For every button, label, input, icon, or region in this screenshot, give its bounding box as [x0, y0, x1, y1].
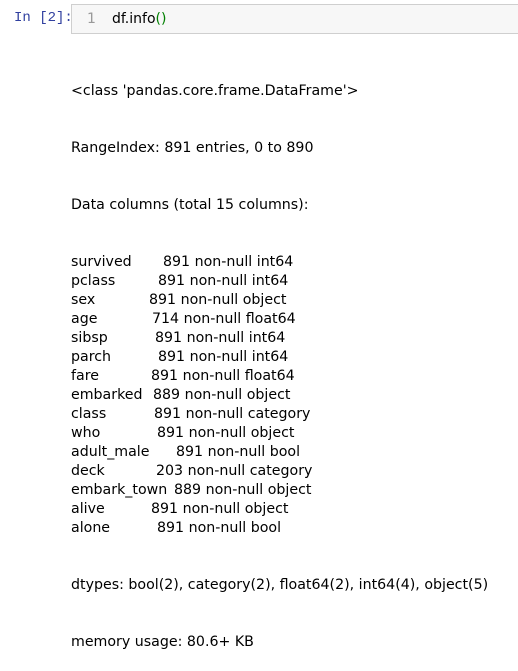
column-row: age 714 non-null float64 [71, 310, 511, 329]
code-line[interactable]: df.info() [112, 11, 166, 27]
code-editor[interactable]: 1 df.info() [71, 4, 518, 34]
column-info: 891 non-null object [151, 501, 289, 517]
column-info: 891 non-null category [154, 406, 311, 422]
column-name: survived [71, 254, 132, 270]
column-name: sibsp [71, 330, 108, 346]
column-name: alone [71, 520, 111, 536]
column-info: 891 non-null int64 [158, 273, 289, 289]
column-info: 891 non-null int64 [163, 254, 294, 270]
column-row: embark_town 889 non-null object [71, 481, 511, 500]
column-info: 891 non-null float64 [151, 368, 295, 384]
column-name: adult_male [71, 444, 150, 460]
column-info: 891 non-null int64 [155, 330, 286, 346]
column-name: fare [71, 368, 99, 384]
column-info: 891 non-null bool [176, 444, 301, 460]
column-row: alive 891 non-null object [71, 500, 511, 519]
line-number: 1 [87, 11, 96, 27]
column-name: deck [71, 463, 105, 479]
output-rangeindex-line: RangeIndex: 891 entries, 0 to 890 [71, 140, 314, 156]
column-info: 889 non-null object [174, 482, 312, 498]
code-cell[interactable]: In [2]: 1 df.info() [0, 4, 518, 34]
column-row: fare 891 non-null float64 [71, 367, 511, 386]
column-row: alone 891 non-null bool [71, 519, 511, 538]
column-row: survived 891 non-null int64 [71, 253, 511, 272]
column-name: parch [71, 349, 112, 365]
column-info: 891 non-null object [149, 292, 287, 308]
column-name: sex [71, 292, 96, 308]
column-name: embarked [71, 387, 143, 403]
column-row: class 891 non-null category [71, 405, 511, 424]
column-row: adult_male 891 non-null bool [71, 443, 511, 462]
column-name: who [71, 425, 101, 441]
column-row: pclass 891 non-null int64 [71, 272, 511, 291]
input-prompt: In [2]: [14, 10, 73, 26]
column-info: 891 non-null bool [157, 520, 282, 536]
output-class-line: <class 'pandas.core.frame.DataFrame'> [71, 83, 359, 99]
column-row: sex 891 non-null object [71, 291, 511, 310]
column-info: 889 non-null object [153, 387, 291, 403]
column-name: age [71, 311, 98, 327]
column-list: survived 891 non-null int64 pclass 891 non-… [71, 253, 511, 538]
output-columns-header: Data columns (total 15 columns): [71, 197, 309, 213]
column-name: alive [71, 501, 105, 517]
code-parens: () [155, 11, 167, 27]
code-method: .info [124, 11, 156, 27]
code-object: df [112, 11, 125, 27]
column-row: embarked 889 non-null object [71, 386, 511, 405]
column-info: 714 non-null float64 [152, 311, 296, 327]
output-memory-line: memory usage: 80.6+ KB [71, 634, 254, 650]
column-name: embark_town [71, 482, 168, 498]
cell-output: <class 'pandas.core.frame.DataFrame'> Ra… [71, 44, 511, 671]
output-dtypes-line: dtypes: bool(2), category(2), float64(2)… [71, 577, 489, 593]
column-info: 891 non-null int64 [158, 349, 289, 365]
column-row: sibsp 891 non-null int64 [71, 329, 511, 348]
column-row: parch 891 non-null int64 [71, 348, 511, 367]
column-info: 203 non-null category [156, 463, 313, 479]
column-row: deck 203 non-null category [71, 462, 511, 481]
column-info: 891 non-null object [157, 425, 295, 441]
column-name: class [71, 406, 107, 422]
column-row: who 891 non-null object [71, 424, 511, 443]
column-name: pclass [71, 273, 116, 289]
